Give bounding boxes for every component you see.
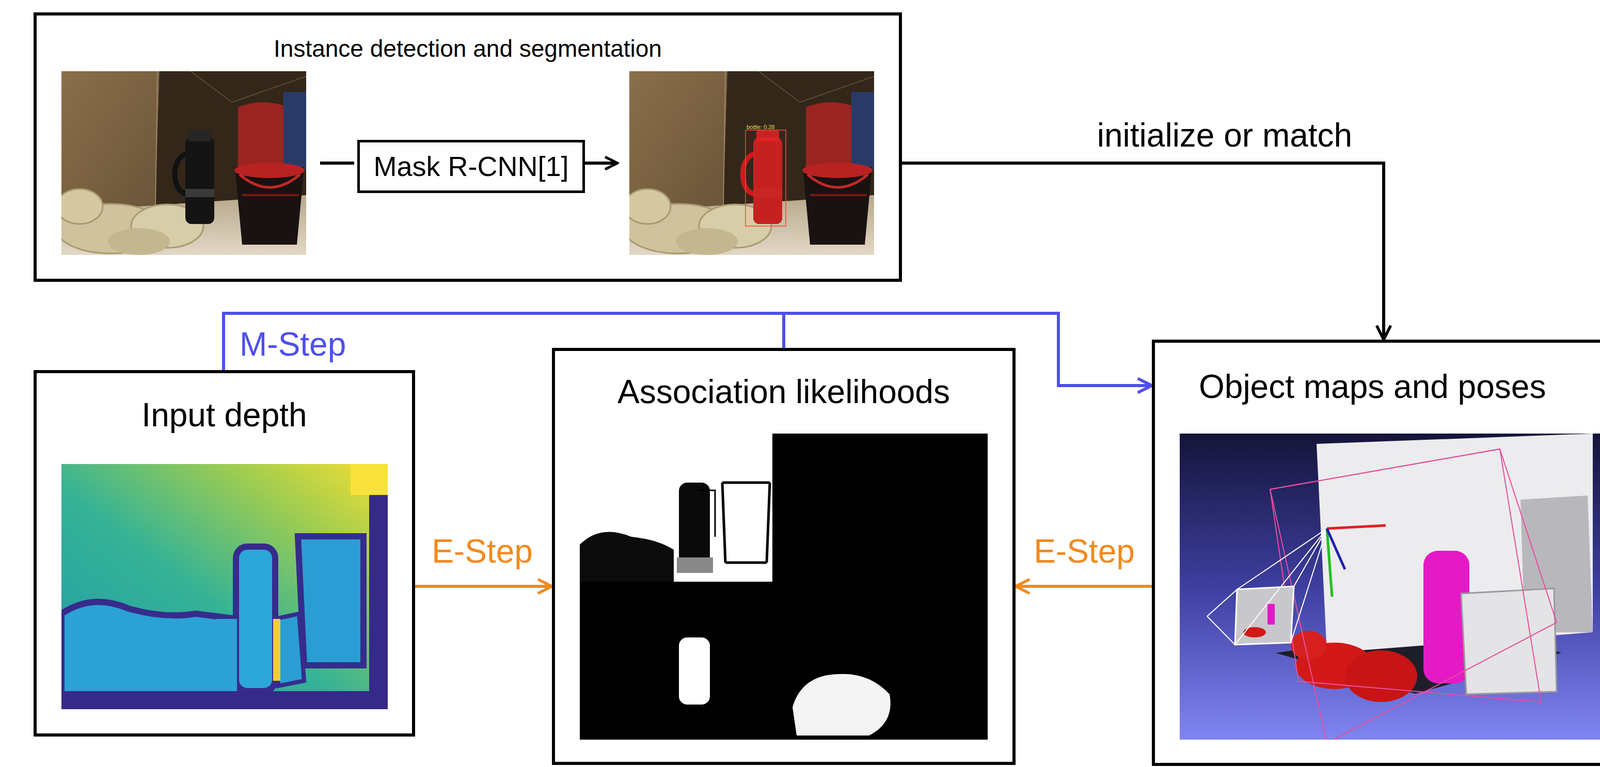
illustration-part bbox=[1290, 630, 1327, 660]
illustration-part bbox=[1234, 586, 1294, 645]
stage-panel: Object maps and poses bbox=[1151, 339, 1600, 767]
edge-label: E-Step bbox=[1033, 532, 1135, 572]
illustration-part bbox=[1179, 433, 1600, 740]
connector bbox=[415, 584, 552, 589]
map-render bbox=[1179, 433, 1600, 740]
illustration-part bbox=[1270, 449, 1542, 703]
illustration-part bbox=[1270, 449, 1557, 740]
connector bbox=[223, 313, 1152, 386]
process-box: Mask R-CNN[1] bbox=[357, 139, 585, 194]
illustration-part bbox=[698, 490, 716, 537]
detection-label: bottle: 0.28 bbox=[746, 123, 775, 131]
box-heading: Instance detection and segmentation bbox=[273, 35, 662, 63]
illustration-part bbox=[1326, 528, 1345, 570]
illustration-part bbox=[1461, 588, 1557, 695]
likelihood-image bbox=[579, 433, 988, 740]
photo-input bbox=[56, 71, 307, 256]
illustration-part bbox=[745, 130, 786, 227]
box-heading: Association likelihoods bbox=[617, 373, 950, 412]
illustration-part bbox=[297, 536, 364, 666]
illustration-part bbox=[624, 71, 875, 256]
connector bbox=[783, 313, 1152, 386]
box-heading: Object maps and poses bbox=[1198, 368, 1546, 407]
box-heading: Mask R-CNN[1] bbox=[373, 150, 569, 183]
group-panel: Instance detection and segmentationMask … bbox=[33, 12, 902, 282]
edge-label: M-Step bbox=[239, 325, 346, 364]
illustration-part bbox=[756, 130, 780, 142]
illustration-part bbox=[350, 464, 388, 496]
illustration-part bbox=[1326, 525, 1386, 529]
pipeline-arrows bbox=[320, 163, 618, 164]
connector bbox=[1015, 584, 1152, 589]
illustration-part bbox=[581, 161, 618, 165]
illustration-part bbox=[320, 161, 355, 165]
illustration-part bbox=[273, 619, 281, 681]
edge-label: initialize or match bbox=[1097, 116, 1353, 155]
illustration-part bbox=[579, 531, 674, 582]
illustration-part bbox=[1344, 650, 1418, 703]
edge-label: E-Step bbox=[431, 532, 533, 572]
stage-panel: Association likelihoods bbox=[551, 347, 1016, 766]
illustration-part bbox=[61, 464, 388, 710]
illustration-part bbox=[579, 433, 988, 740]
illustration-part bbox=[369, 479, 388, 710]
illustration-part bbox=[579, 433, 773, 582]
box-heading: Input depth bbox=[141, 396, 307, 435]
illustration-part bbox=[742, 153, 755, 195]
illustration-part bbox=[722, 482, 770, 563]
stage-panel: Input depth bbox=[33, 370, 416, 737]
illustration-part bbox=[676, 557, 714, 574]
illustration-part bbox=[1207, 528, 1327, 645]
illustration-part bbox=[678, 637, 710, 705]
illustration-part bbox=[1267, 604, 1275, 625]
illustration-part bbox=[1243, 627, 1266, 638]
illustration-part bbox=[235, 546, 276, 692]
depth-image bbox=[61, 464, 388, 710]
photo-segmented bbox=[624, 71, 875, 256]
illustration-part bbox=[216, 619, 237, 692]
illustration-part bbox=[792, 674, 891, 736]
illustration-part bbox=[678, 482, 710, 566]
illustration-part bbox=[61, 691, 388, 710]
illustration-part bbox=[56, 71, 307, 256]
illustration-part bbox=[753, 137, 783, 225]
